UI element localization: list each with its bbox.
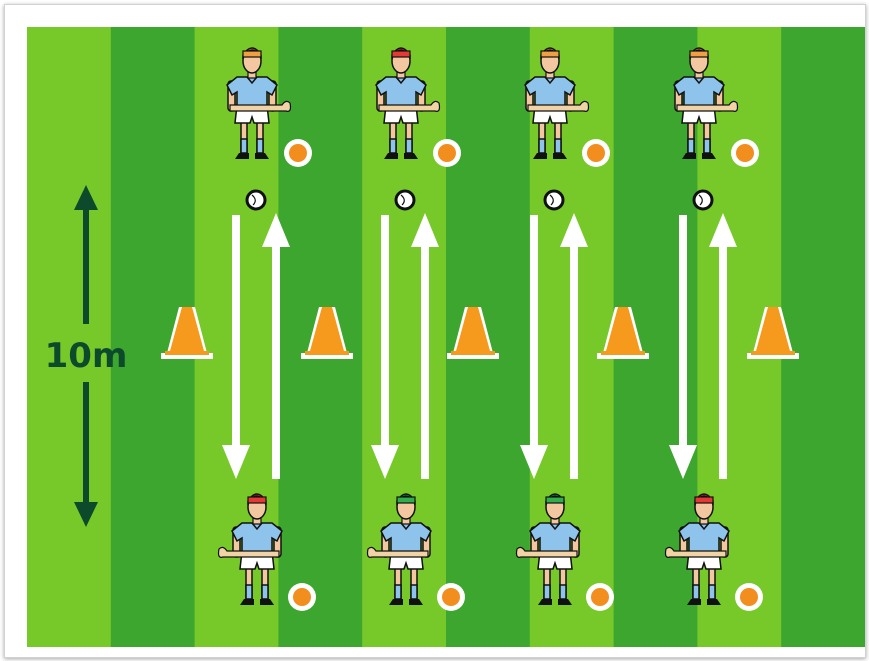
sliotar-icon bbox=[245, 189, 267, 211]
distance-label: 10m bbox=[45, 336, 128, 376]
arrow-down-shaft bbox=[232, 215, 240, 447]
hurley-icon bbox=[217, 546, 280, 558]
hurley-icon bbox=[515, 546, 578, 558]
helmet-band bbox=[694, 496, 714, 504]
arrow-down-head bbox=[669, 445, 697, 479]
hurley-icon bbox=[664, 546, 727, 558]
arrow-up-head bbox=[709, 213, 737, 247]
orange-ball-core bbox=[736, 144, 754, 162]
hurler-icon bbox=[515, 493, 581, 606]
arrow-down-shaft bbox=[530, 215, 538, 447]
pitch-stripe bbox=[781, 27, 865, 647]
hurler-icon bbox=[524, 47, 590, 160]
sliotar-icon bbox=[394, 189, 416, 211]
arrow-up-head bbox=[560, 213, 588, 247]
pitch-stripes bbox=[27, 27, 865, 647]
arrow-down-head bbox=[222, 445, 250, 479]
sliotar-ball bbox=[245, 189, 267, 211]
orange-ball-core bbox=[289, 144, 307, 162]
orange-ball-core bbox=[587, 144, 605, 162]
orange-ball-core bbox=[293, 588, 311, 606]
orange-ball-core bbox=[442, 588, 460, 606]
arrow-up-shaft bbox=[421, 245, 429, 479]
pass-arrows bbox=[520, 213, 588, 479]
sliotar-ball bbox=[543, 189, 565, 211]
distance-arrow-shaft-bottom bbox=[83, 382, 89, 504]
hurler-icon bbox=[226, 47, 292, 160]
pass-arrows bbox=[371, 213, 439, 479]
hurley-icon bbox=[229, 100, 292, 112]
sliotar-seam bbox=[251, 194, 256, 206]
arrow-down-shaft bbox=[679, 215, 687, 447]
distance-arrow: 10m bbox=[45, 185, 128, 527]
helmet-band bbox=[689, 50, 709, 58]
orange-ball-core bbox=[438, 144, 456, 162]
pitch-stripe bbox=[27, 27, 112, 647]
hurler-icon bbox=[673, 47, 739, 160]
distance-arrow-head-down bbox=[74, 502, 98, 527]
sliotar-seam bbox=[549, 194, 554, 206]
sliotar-ball bbox=[394, 189, 416, 211]
sliotar-icon bbox=[543, 189, 565, 211]
arrow-down-head bbox=[520, 445, 548, 479]
helmet-band bbox=[242, 50, 262, 58]
distance-arrow-head-up bbox=[74, 185, 98, 210]
arrow-up-head bbox=[262, 213, 290, 247]
arrow-down-head bbox=[371, 445, 399, 479]
pass-arrows bbox=[669, 213, 737, 479]
distance-arrow-shaft-top bbox=[83, 209, 89, 324]
hurler-icon bbox=[375, 47, 441, 160]
hurler-icon bbox=[217, 493, 283, 606]
hurler-icon bbox=[664, 493, 730, 606]
drill-diagram-frame: 10m bbox=[4, 4, 866, 658]
orange-ball-core bbox=[591, 588, 609, 606]
arrow-down-shaft bbox=[381, 215, 389, 447]
sliotar-seam bbox=[698, 194, 703, 206]
arrow-up-shaft bbox=[272, 245, 280, 479]
arrow-up-shaft bbox=[570, 245, 578, 479]
pitch-diagram: 10m bbox=[27, 27, 865, 647]
helmet-band bbox=[396, 496, 416, 504]
helmet-band bbox=[247, 496, 267, 504]
sliotar-ball bbox=[692, 189, 714, 211]
helmet-band bbox=[540, 50, 560, 58]
pass-arrows bbox=[222, 213, 290, 479]
sliotar-icon bbox=[692, 189, 714, 211]
hurley-icon bbox=[366, 546, 429, 558]
orange-ball-core bbox=[740, 588, 758, 606]
hurley-icon bbox=[378, 100, 441, 112]
sliotar-seam bbox=[400, 194, 405, 206]
helmet-band bbox=[545, 496, 565, 504]
hurley-icon bbox=[527, 100, 590, 112]
arrow-up-shaft bbox=[719, 245, 727, 479]
hurler-icon bbox=[366, 493, 432, 606]
helmet-band bbox=[391, 50, 411, 58]
arrow-up-head bbox=[411, 213, 439, 247]
hurley-icon bbox=[676, 100, 739, 112]
